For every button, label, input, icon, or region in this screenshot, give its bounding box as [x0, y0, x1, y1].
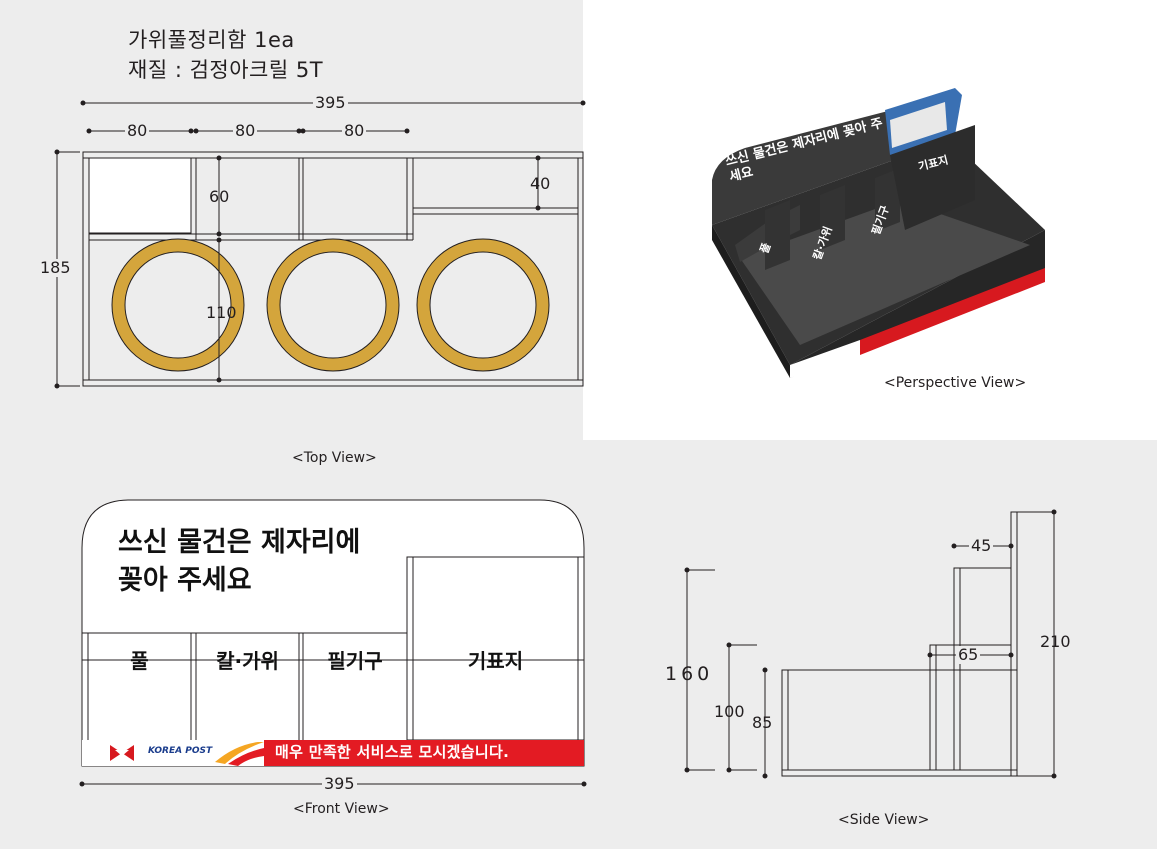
top-dim-slot-depth: 60 [209, 187, 230, 206]
front-label-ballot: 기표지 [467, 649, 524, 673]
perspective-view-caption: <Perspective View> [884, 375, 1027, 391]
top-dim-circle-depth: 110 [206, 303, 237, 322]
top-dim-slot-3: 80 [342, 121, 367, 140]
top-view-caption: <Top View> [292, 450, 377, 466]
front-label-pen: 필기구 [327, 649, 383, 673]
front-headline-line2: 꽂아 주세요 [118, 565, 252, 596]
front-view-caption: <Front View> [293, 801, 390, 817]
top-dim-right-depth: 40 [530, 174, 551, 193]
front-label-knife: 칼·가위 [216, 649, 279, 673]
front-dim-width: 395 [322, 774, 357, 793]
top-dim-slot-1: 80 [125, 121, 150, 140]
material-spec: 재질 : 검정아크릴 5T [128, 58, 324, 82]
side-dim-100: 100 [714, 702, 745, 721]
front-headline-line1: 쓰신 물건은 제자리에 [118, 527, 361, 558]
front-label-glue: 풀 [130, 649, 149, 673]
top-dim-total-width: 395 [313, 93, 348, 112]
side-dim-top: 45 [969, 536, 994, 555]
top-dim-slot-2: 80 [233, 121, 258, 140]
front-slogan: 매우 만족한 서비스로 모시겠습니다. [275, 743, 510, 761]
side-dim-mid: 65 [956, 645, 981, 664]
top-dim-height: 185 [38, 258, 73, 277]
side-dim-total-height: 210 [1040, 632, 1071, 651]
side-view-caption: <Side View> [838, 812, 930, 828]
side-dim-160: 160 [665, 663, 714, 685]
korea-post-logo-text: KOREA POST [148, 746, 213, 756]
side-dim-85: 85 [752, 713, 773, 732]
product-title: 가위풀정리함 1ea [128, 28, 295, 52]
